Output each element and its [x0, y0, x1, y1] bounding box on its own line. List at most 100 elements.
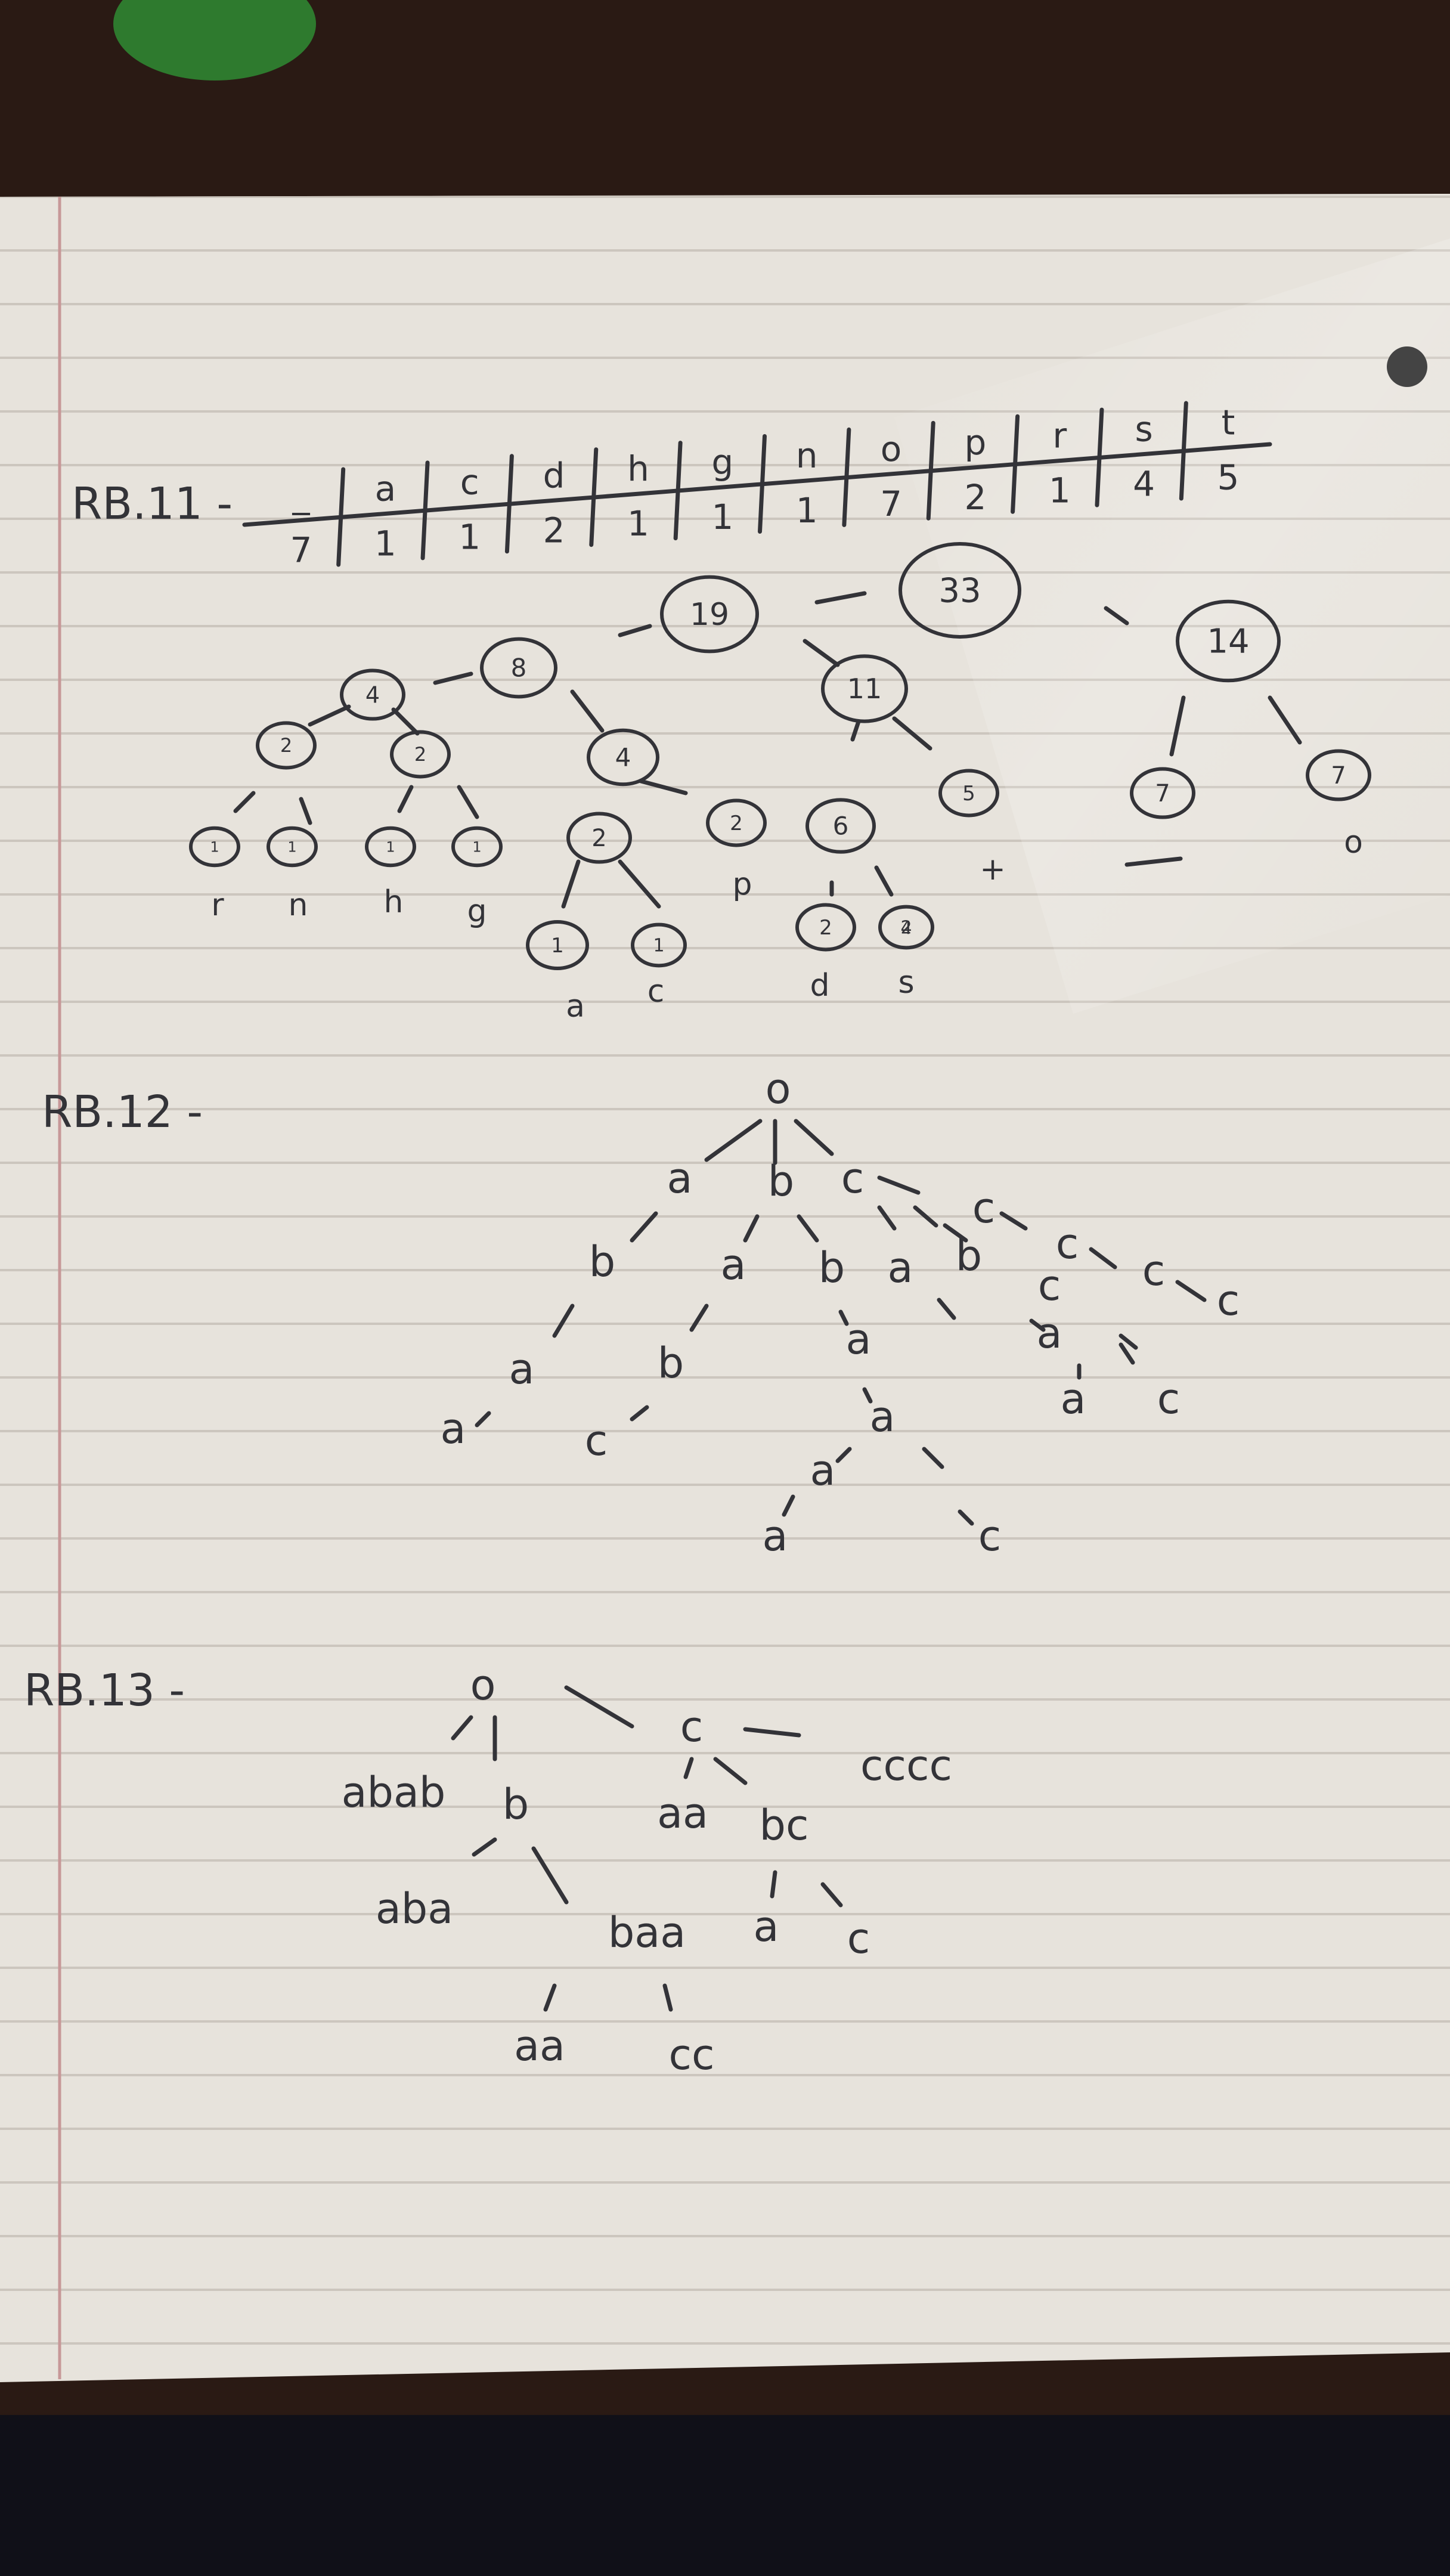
table-divider — [1095, 407, 1104, 507]
leaf-label: n — [289, 887, 308, 923]
circled-weight — [340, 668, 405, 721]
suffix-edge — [451, 1715, 473, 1741]
table-symbol: h — [627, 448, 649, 489]
table-count: 2 — [543, 510, 565, 550]
weight-label: 14 — [1207, 623, 1249, 661]
suffix-node: aba — [376, 1884, 453, 1933]
table-count: 5 — [1217, 457, 1240, 497]
trie-node: a — [888, 1243, 913, 1292]
trie-edge — [958, 1509, 974, 1526]
suffix-node: c — [680, 1702, 704, 1751]
weight-label: 7 — [1331, 762, 1346, 789]
trie-edge — [1119, 1333, 1138, 1350]
table-count: 2 — [964, 477, 986, 518]
circled-weight — [878, 905, 934, 950]
table-symbol: s — [1135, 409, 1153, 450]
trie-edge — [1175, 1280, 1207, 1302]
circled-weight — [805, 798, 876, 854]
tree-edge — [299, 797, 312, 825]
circled-weight — [660, 575, 759, 654]
leaf-label: p — [732, 866, 752, 902]
heading-rb12: RB.12 - — [42, 1086, 203, 1138]
weight-label: 2 — [414, 743, 426, 766]
tree-edge — [397, 785, 414, 813]
trie-node: b — [658, 1339, 684, 1388]
trie-node: a — [810, 1446, 836, 1495]
circled-weight — [566, 812, 632, 864]
circled-weight — [189, 826, 240, 868]
circled-weight — [706, 798, 767, 847]
trie-node: b — [956, 1231, 982, 1280]
trie-node: a — [1037, 1309, 1062, 1358]
table-symbol: g — [711, 442, 733, 482]
leaf-label: r — [211, 887, 224, 923]
trie-node: c — [972, 1184, 996, 1233]
trie-edge — [877, 1205, 897, 1231]
trie-edge — [1029, 1318, 1046, 1332]
tree-edge — [874, 865, 894, 897]
trie-edge — [743, 1214, 760, 1243]
tree-edge — [803, 639, 840, 667]
tree-edge — [433, 671, 473, 685]
weight-label: 2 — [819, 916, 832, 940]
table-count: 7 — [880, 484, 902, 524]
suffix-edge — [662, 1983, 673, 2012]
table-divider — [1179, 401, 1188, 501]
circled-weight — [938, 769, 999, 818]
root-node: o — [470, 1661, 496, 1710]
circled-weight — [1176, 599, 1281, 683]
trie-node: c — [585, 1416, 608, 1465]
weight-label: 2 — [900, 918, 912, 939]
table-divider — [758, 434, 767, 534]
circled-weight — [267, 826, 318, 868]
suffix-edge — [531, 1846, 569, 1905]
leaf-label: o — [1344, 825, 1363, 860]
circled-weight — [587, 728, 659, 787]
tree-edge — [618, 859, 661, 909]
trie-node: c — [1038, 1261, 1061, 1310]
suffix-edge — [472, 1837, 497, 1857]
table-count: 1 — [711, 497, 733, 537]
trie-node: c — [841, 1154, 865, 1203]
table-divider — [1011, 414, 1020, 514]
table-symbol: t — [1222, 402, 1235, 442]
table-divider — [336, 467, 346, 567]
table-symbol: p — [964, 422, 986, 463]
trie-edge — [877, 1175, 921, 1195]
weight-label: 19 — [690, 597, 729, 633]
trie-edge — [797, 1214, 819, 1243]
table-count: 1 — [374, 523, 396, 564]
table-count: 7 — [290, 530, 312, 571]
trie-node: c — [1142, 1246, 1166, 1295]
suffix-node: aa — [514, 2021, 565, 2070]
table-divider — [420, 460, 430, 561]
trie-node: b — [589, 1237, 615, 1286]
trie-node: a — [667, 1154, 693, 1203]
root-node: o — [766, 1064, 791, 1113]
trie-edge — [922, 1447, 944, 1469]
leaf-label: h — [384, 884, 404, 920]
tree-edge — [233, 791, 256, 813]
tree-edge — [1104, 606, 1129, 626]
trie-edge — [862, 1387, 873, 1404]
tree-edge — [618, 624, 652, 637]
suffix-edge — [564, 1685, 634, 1729]
weight-label: 33 — [938, 572, 981, 611]
weight-label: 2 — [591, 825, 606, 852]
circled-weight — [1130, 767, 1195, 819]
weight-label: 1 — [551, 934, 564, 958]
table-count: 4 — [1133, 464, 1155, 504]
trie-node: c — [1056, 1219, 1079, 1268]
trie-node: c — [1157, 1374, 1181, 1423]
leaf-label: c — [647, 974, 665, 1010]
leaf-label: s — [898, 965, 914, 1001]
tree-edge — [570, 689, 605, 733]
trie-edge — [838, 1309, 849, 1326]
suffix-node: bc — [760, 1801, 809, 1850]
circled-weight — [365, 826, 416, 868]
leaf-underscore — [1124, 856, 1183, 867]
